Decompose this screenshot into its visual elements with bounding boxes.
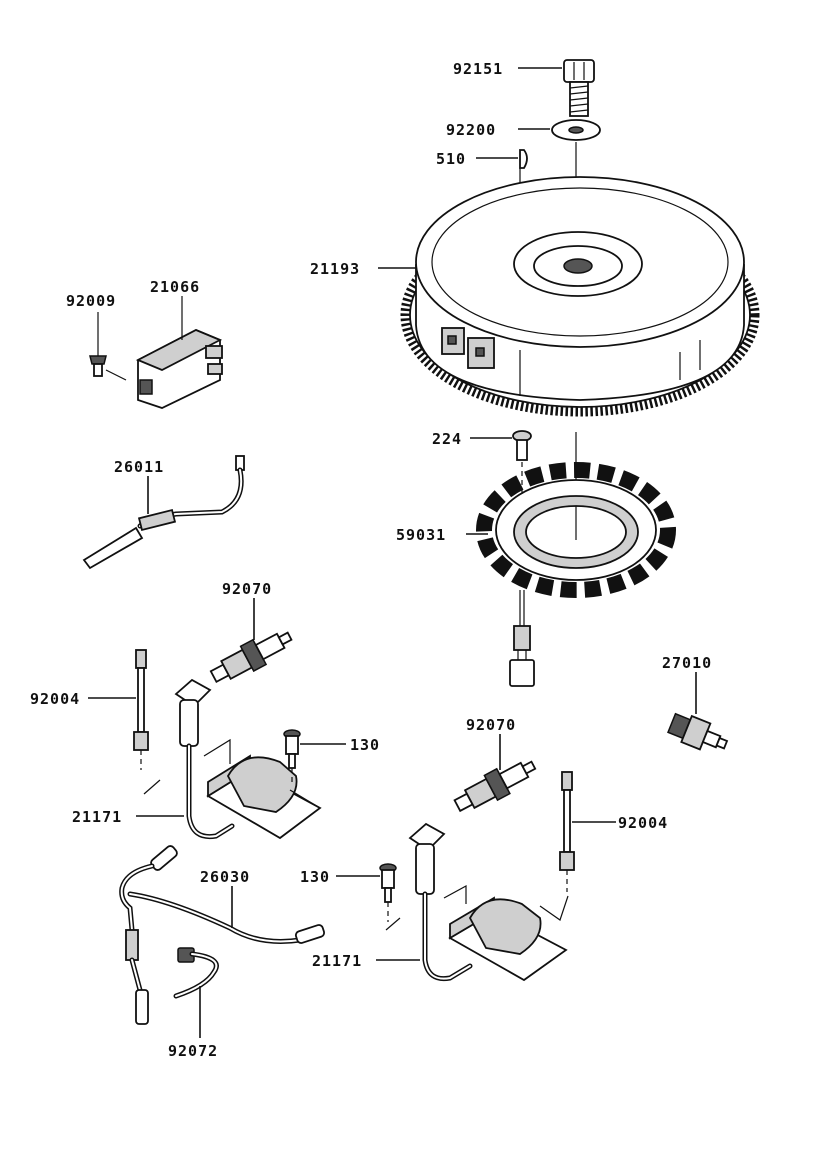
part-label-27010[interactable]: 27010: [662, 654, 712, 672]
stud-icon[interactable]: [133, 649, 149, 770]
switch-icon[interactable]: [667, 710, 731, 758]
part-label-92004-a[interactable]: 92004: [30, 690, 80, 708]
washer-icon[interactable]: [551, 119, 601, 141]
spark-plug-icon[interactable]: [207, 624, 296, 689]
ignition-coil-icon[interactable]: [385, 822, 569, 982]
wire-harness-icon[interactable]: [119, 844, 326, 1025]
part-label-21171-a[interactable]: 21171: [72, 808, 122, 826]
part-label-130-a[interactable]: 130: [350, 736, 380, 754]
part-label-59031[interactable]: 59031: [396, 526, 446, 544]
spark-plug-icon[interactable]: [451, 753, 540, 818]
screw-icon[interactable]: [89, 312, 127, 381]
part-label-92070-a[interactable]: 92070: [222, 580, 272, 598]
part-label-92004-b[interactable]: 92004: [618, 814, 668, 832]
flange-bolt-icon[interactable]: [283, 729, 301, 786]
part-label-130-b[interactable]: 130: [300, 868, 330, 886]
part-label-21066[interactable]: 21066: [150, 278, 200, 296]
part-label-510[interactable]: 510: [436, 150, 466, 168]
stud-icon[interactable]: [559, 771, 575, 892]
flange-bolt-icon[interactable]: [379, 863, 397, 922]
part-label-92200[interactable]: 92200: [446, 121, 496, 139]
band-icon[interactable]: [173, 947, 219, 999]
part-label-92072[interactable]: 92072: [168, 1042, 218, 1060]
part-label-224[interactable]: 224: [432, 430, 462, 448]
flywheel-icon[interactable]: [400, 176, 760, 417]
part-label-21171-b[interactable]: 21171: [312, 952, 362, 970]
part-label-26011[interactable]: 26011: [114, 458, 164, 476]
stator-icon[interactable]: [476, 462, 676, 687]
regulator-icon[interactable]: [135, 296, 223, 409]
part-label-92009[interactable]: 92009: [66, 292, 116, 310]
key-icon[interactable]: [519, 149, 528, 169]
bolt-icon[interactable]: [563, 59, 595, 117]
part-label-21193[interactable]: 21193: [310, 260, 360, 278]
part-label-26030[interactable]: 26030: [200, 868, 250, 886]
lead-wire-icon[interactable]: [82, 455, 245, 570]
ignition-coil-icon[interactable]: [143, 678, 322, 840]
part-label-92151[interactable]: 92151: [453, 60, 503, 78]
part-label-92070-b[interactable]: 92070: [466, 716, 516, 734]
